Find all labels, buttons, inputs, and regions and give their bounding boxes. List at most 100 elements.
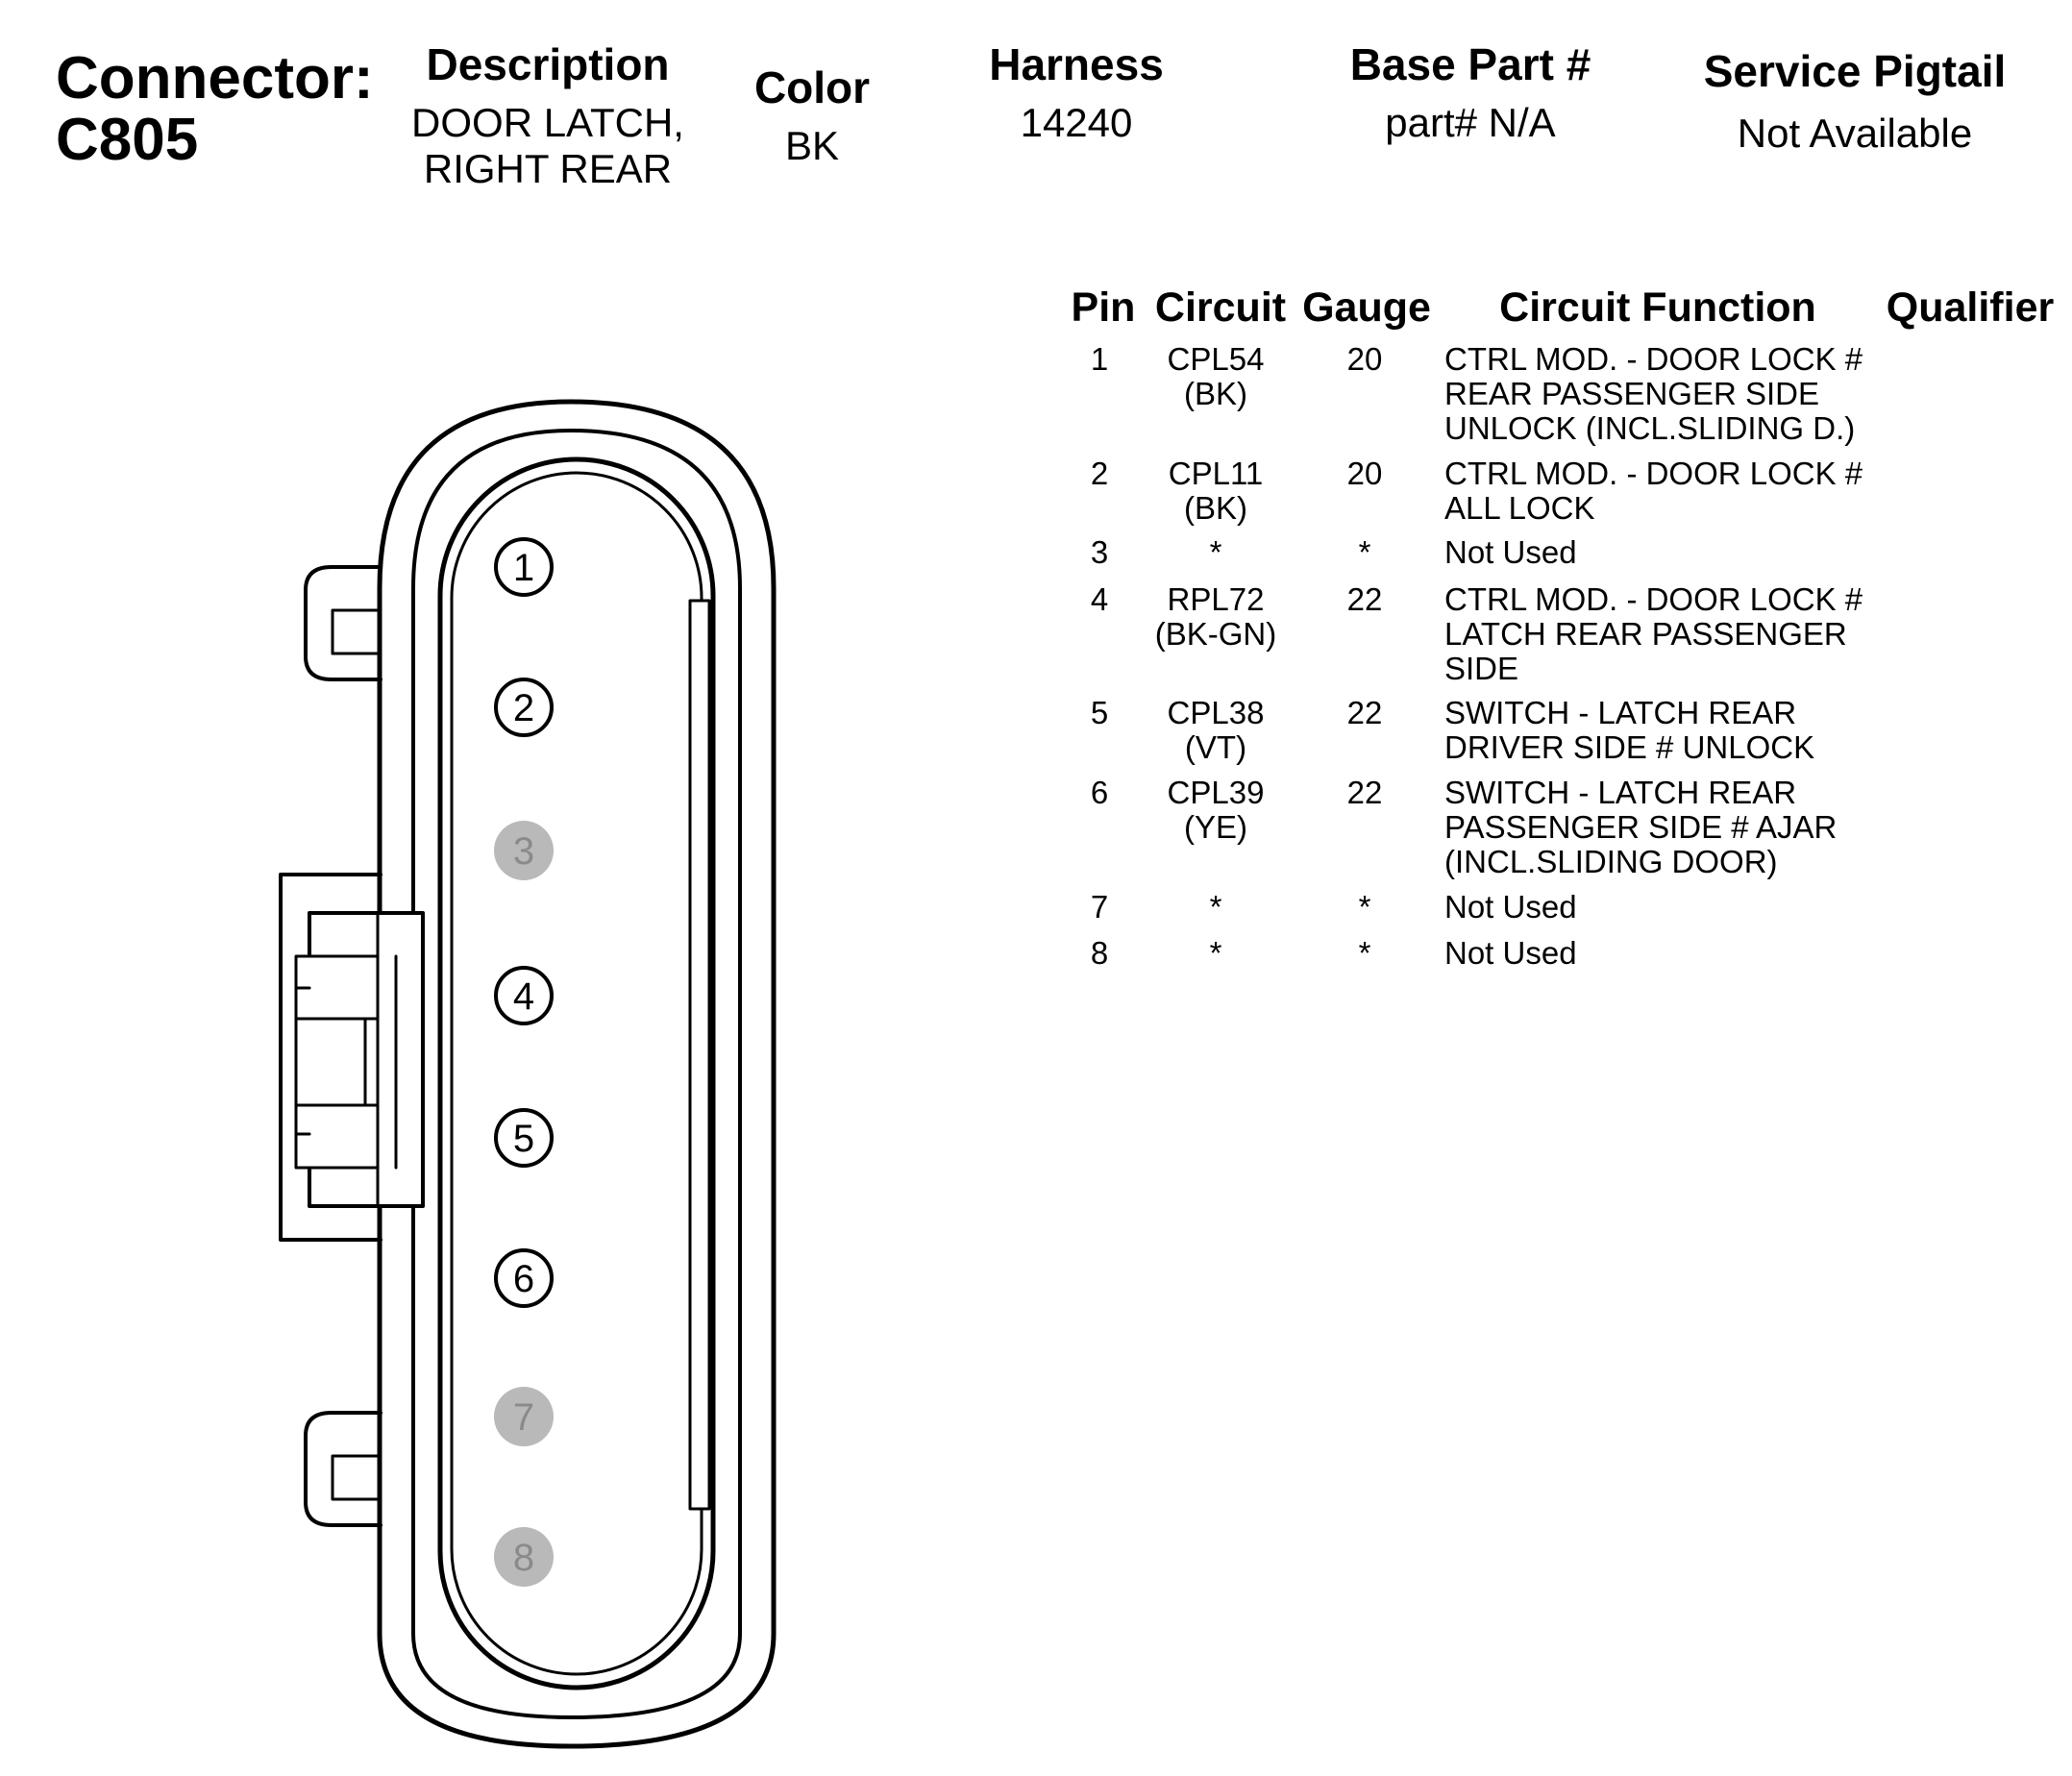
lower-lug — [304, 1411, 382, 1527]
function-line: SWITCH - LATCH REAR — [1444, 695, 1797, 730]
function-cell: CTRL MOD. - DOOR LOCK # REAR PASSENGER S… — [1444, 342, 1906, 446]
function-cell: CTRL MOD. - DOOR LOCK # LATCH REAR PASSE… — [1444, 582, 1906, 686]
pin-4-circle — [494, 966, 554, 1025]
circuit-id: CPL38 — [1167, 695, 1265, 730]
pin-7-label: 7 — [513, 1396, 534, 1439]
pin-3-circle — [494, 821, 554, 880]
gauge-cell: * — [1358, 935, 1371, 971]
pin-7-circle — [494, 1387, 554, 1446]
pigtail-heading: Service Pigtail — [1703, 46, 2007, 96]
gauge-cell: * — [1358, 534, 1371, 570]
col-header-function: Circuit Function — [1499, 284, 1816, 331]
pin-6: 6 — [494, 1248, 554, 1308]
circuit-id: * — [1209, 534, 1222, 570]
circuit-color: (BK) — [1184, 376, 1247, 411]
circuit-cell: CPL39 (YE) — [1134, 776, 1297, 845]
pin-cell: 3 — [1090, 534, 1109, 570]
gauge-cell: * — [1358, 889, 1371, 925]
circuit-cell: CPL38 (VT) — [1134, 696, 1297, 765]
gauge-cell: 22 — [1346, 581, 1383, 617]
col-header-qualifier: Qualifier — [1886, 284, 2055, 331]
function-line: REAR PASSENGER SIDE — [1444, 376, 1819, 411]
function-line: Not Used — [1444, 534, 1577, 570]
function-line: LATCH REAR PASSENGER — [1444, 616, 1847, 652]
pin-cell: 6 — [1090, 775, 1109, 810]
circuit-cell: CPL11 (BK) — [1134, 456, 1297, 526]
function-line: PASSENGER SIDE # AJAR — [1444, 809, 1838, 845]
upper-lug-inner — [331, 608, 382, 655]
circuit-color: (BK) — [1184, 490, 1247, 526]
function-cell: SWITCH - LATCH REAR DRIVER SIDE # UNLOCK — [1444, 696, 1906, 765]
connector-id: C805 — [56, 107, 199, 173]
function-line: UNLOCK (INCL.SLIDING D.) — [1444, 410, 1856, 446]
pigtail-block: Service Pigtail Not Available — [1691, 45, 2018, 157]
function-line: CTRL MOD. - DOOR LOCK # — [1444, 581, 1863, 617]
gauge-cell: 22 — [1346, 775, 1383, 810]
connector-label: Connector: — [56, 45, 374, 111]
pin-group: 1 2 3 4 5 6 7 8 — [494, 537, 554, 1587]
pin-6-circle — [494, 1248, 554, 1308]
base-part-value: part# N/A — [1385, 100, 1556, 145]
function-cell: CTRL MOD. - DOOR LOCK # ALL LOCK — [1444, 456, 1906, 526]
upper-lug — [304, 565, 382, 681]
base-part-heading: Base Part # — [1349, 39, 1591, 89]
function-line: Not Used — [1444, 935, 1577, 971]
circuit-cell: CPL54 (BK) — [1134, 342, 1297, 411]
description-heading: Description — [426, 39, 670, 89]
base-part-block: Base Part # part# N/A — [1326, 38, 1615, 146]
pin-cell: 5 — [1090, 695, 1109, 730]
function-line: SWITCH - LATCH REAR — [1444, 775, 1797, 810]
circuit-id: CPL11 — [1168, 456, 1264, 491]
pin-3-label: 3 — [513, 830, 534, 873]
description-line-1: DOOR LATCH, — [411, 100, 684, 145]
pin-cavity-inner — [450, 471, 703, 1676]
pin-cell: 2 — [1090, 456, 1109, 491]
col-header-gauge: Gauge — [1302, 284, 1431, 331]
pin-1-label: 1 — [513, 547, 534, 589]
function-line: (INCL.SLIDING DOOR) — [1444, 844, 1778, 879]
function-line: CTRL MOD. - DOOR LOCK # — [1444, 341, 1863, 377]
circuit-color: (BK-GN) — [1154, 616, 1277, 652]
pin-7: 7 — [494, 1387, 554, 1446]
pin-4: 4 — [494, 966, 554, 1025]
pin-5-circle — [494, 1108, 554, 1168]
pigtail-value: Not Available — [1737, 111, 1973, 156]
latch-housing — [279, 873, 382, 1242]
circuit-id: RPL72 — [1167, 581, 1265, 617]
pin-3: 3 — [494, 821, 554, 880]
pin-cavity — [437, 456, 716, 1690]
pin-5: 5 — [494, 1108, 554, 1168]
connector-title: Connector: C805 — [56, 48, 374, 171]
circuit-cell: * — [1134, 535, 1297, 570]
pin-6-label: 6 — [513, 1258, 534, 1300]
lower-lug-inner — [331, 1454, 382, 1501]
pin-cell: 7 — [1090, 889, 1109, 925]
pin-2-label: 2 — [513, 687, 534, 729]
circuit-cell: * — [1134, 936, 1297, 971]
function-cell: Not Used — [1444, 890, 1906, 925]
circuit-cell: * — [1134, 890, 1297, 925]
gauge-cell: 20 — [1346, 341, 1383, 377]
circuit-color: (VT) — [1184, 729, 1247, 765]
col-header-pin: Pin — [1071, 284, 1136, 331]
color-block: Color BK — [730, 62, 894, 169]
function-line: Not Used — [1444, 889, 1577, 925]
pin-cell: 4 — [1090, 581, 1109, 617]
col-header-circuit: Circuit — [1154, 284, 1287, 331]
pin-2-circle — [494, 678, 554, 737]
pin-2: 2 — [494, 678, 554, 737]
gauge-cell: 20 — [1346, 456, 1383, 491]
pin-8-label: 8 — [513, 1537, 534, 1579]
circuit-id: CPL39 — [1167, 775, 1265, 810]
function-cell: Not Used — [1444, 936, 1906, 971]
pin-cell: 1 — [1090, 341, 1109, 377]
harness-heading: Harness — [989, 39, 1164, 89]
pin-1-circle — [494, 537, 554, 597]
color-value: BK — [784, 123, 840, 168]
function-line: ALL LOCK — [1444, 490, 1595, 526]
description-block: Description DOOR LATCH, RIGHT REAR — [384, 38, 711, 192]
connector-face-diagram: 1 2 3 4 5 6 7 8 — [279, 399, 777, 1749]
connector-outer-shell — [377, 399, 777, 1749]
color-heading: Color — [753, 62, 871, 112]
function-cell: SWITCH - LATCH REAR PASSENGER SIDE # AJA… — [1444, 776, 1906, 879]
